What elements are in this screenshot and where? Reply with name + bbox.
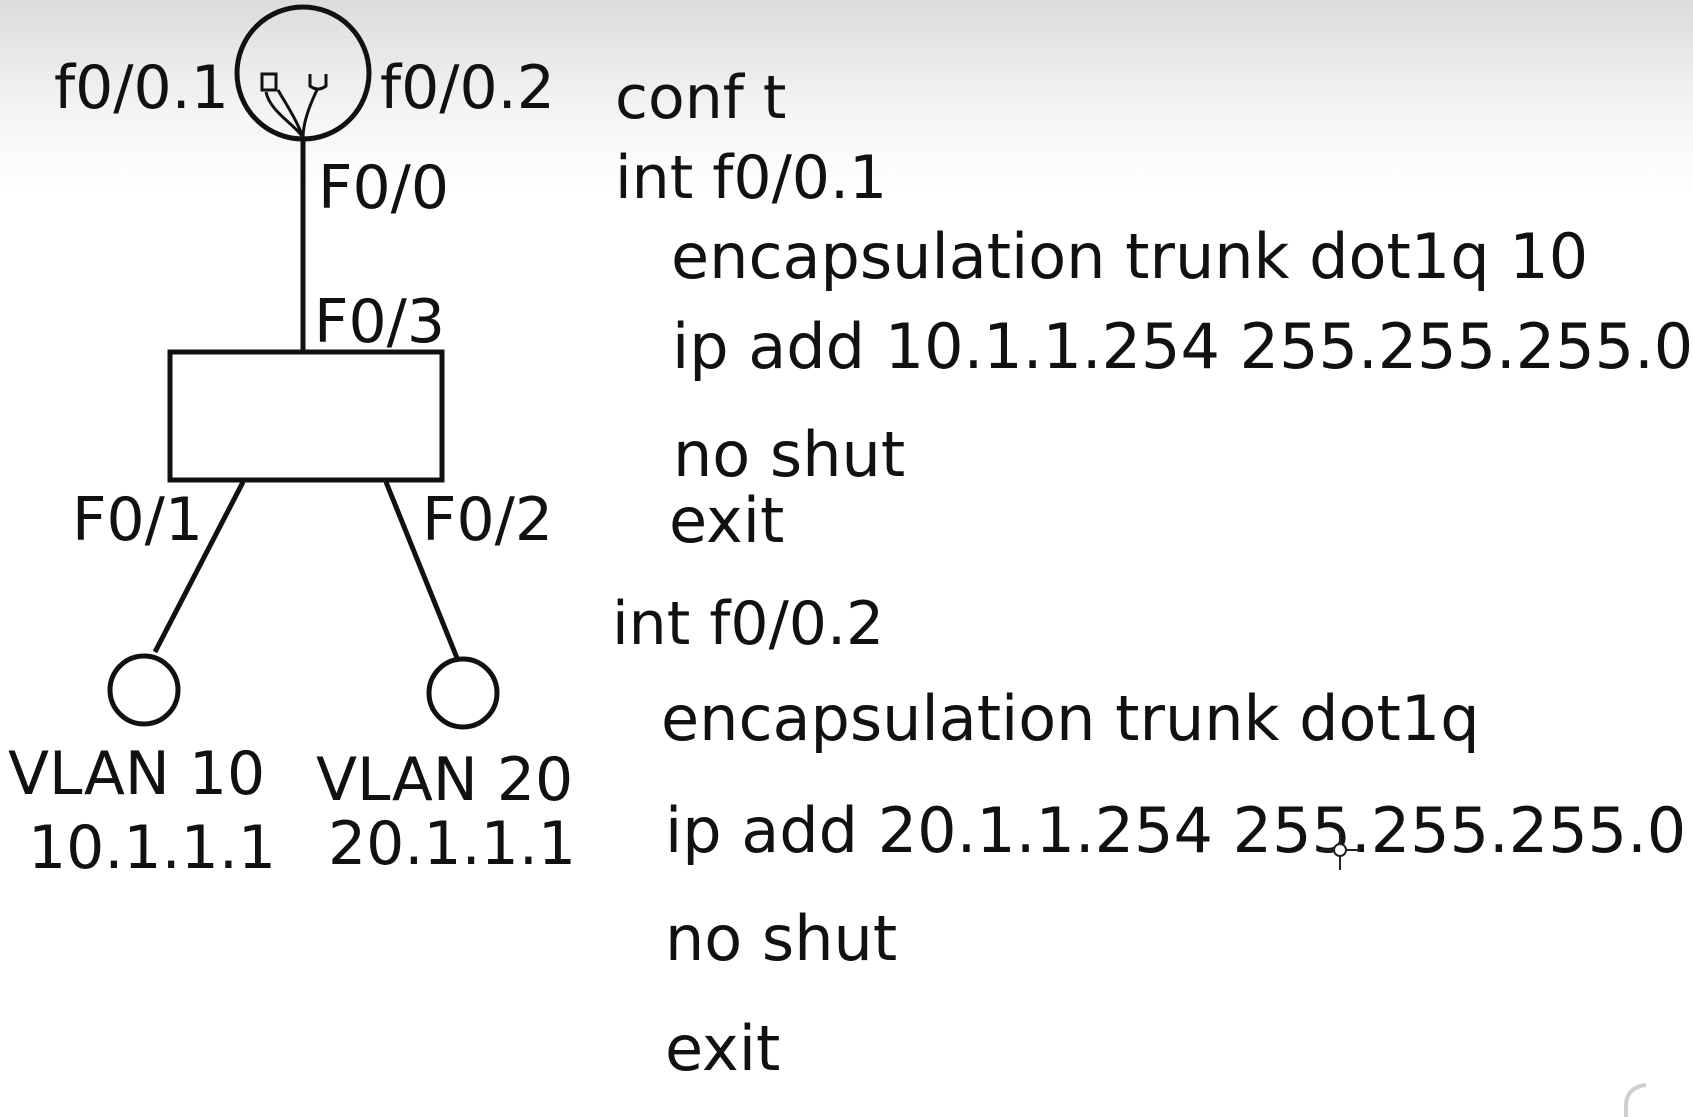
host-vlan10-icon: [107, 653, 181, 727]
command-line-3: encapsulation trunk dot1q 10: [671, 220, 1589, 293]
subinterface-wires: [264, 87, 320, 139]
host-vlan20-icon: [426, 656, 500, 730]
switch-box: [167, 349, 445, 483]
router-icon: [234, 4, 372, 142]
command-line-6: exit: [669, 484, 785, 557]
command-line-10: no shut: [665, 902, 898, 975]
host-1-ip-label: 10.1.1.1: [28, 813, 277, 883]
command-line-4: ip add 10.1.1.254 255.255.255.0: [672, 310, 1693, 383]
command-line-2: int f0/0.1: [615, 143, 888, 213]
subinterface-2-plug-icon: [308, 74, 328, 91]
router-port-label: F0/0: [318, 153, 450, 223]
host-2-ip-label: 20.1.1.1: [328, 809, 577, 879]
command-line-5: no shut: [673, 418, 906, 491]
command-line-9: ip add 20.1.1.254 255.255.255.0: [665, 794, 1687, 867]
subinterface-label-2: f0/0.2: [380, 53, 555, 123]
subinterface-label-1: f0/0.1: [54, 53, 229, 123]
switch-port-label-2: F0/2: [422, 485, 554, 555]
command-line-7: int f0/0.2: [612, 589, 885, 659]
host-1-vlan-label: VLAN 10: [8, 739, 266, 809]
switch-host2-link: [383, 481, 460, 659]
subinterface-1-plug-icon: [260, 72, 278, 92]
network-topology-diagram: [107, 4, 500, 730]
host-2-vlan-label: VLAN 20: [316, 745, 574, 815]
command-line-11: exit: [665, 1012, 781, 1085]
command-line-8: encapsulation trunk dot1q: [661, 682, 1480, 755]
corner-fold-icon: [1624, 1083, 1647, 1117]
command-line-1: conf t: [615, 63, 787, 133]
switch-port-label-1: F0/1: [72, 485, 204, 555]
switch-uplink-port-label: F0/3: [314, 287, 446, 357]
crosshair-cursor-icon: [1320, 830, 1360, 870]
switch-host1-link: [152, 480, 246, 654]
